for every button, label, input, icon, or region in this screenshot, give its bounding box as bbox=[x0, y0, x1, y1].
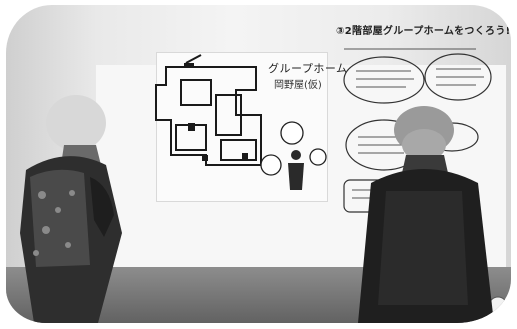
person-right bbox=[358, 106, 494, 323]
floor-plan-drawing bbox=[155, 48, 508, 323]
poster-title: グループホーム bbox=[268, 62, 348, 75]
person-left bbox=[20, 95, 122, 323]
photo-frame: グループホーム 岡野屋(仮) ③2階部屋グループホームをつくろう!! bbox=[6, 5, 511, 323]
poster-name: 岡野屋(仮) bbox=[274, 80, 322, 91]
poster-heading: ③2階部屋グループホームをつくろう!! bbox=[336, 26, 511, 37]
